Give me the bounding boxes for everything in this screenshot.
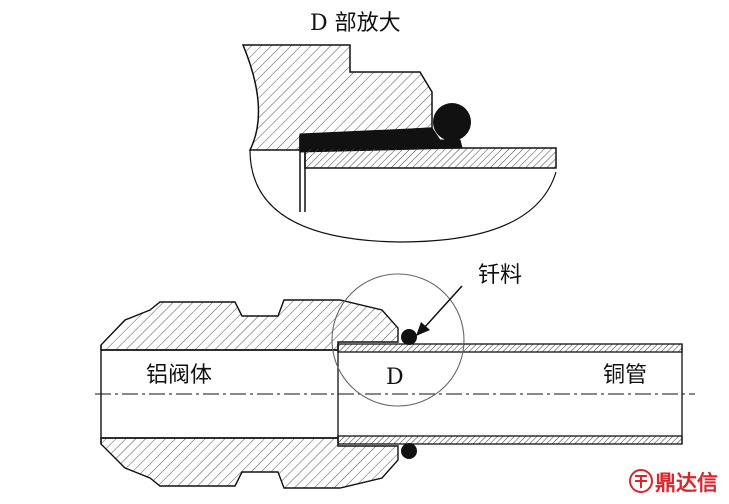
solder-leader-line <box>423 285 463 329</box>
watermark-logo: 鼎达信 <box>629 469 718 495</box>
watermark-badge-glyph <box>635 475 647 488</box>
main-assembly: 钎料 铝阀体 D 铜管 <box>95 263 695 489</box>
valve-body-label: 铝阀体 <box>146 363 212 388</box>
detail-solder-bead <box>433 103 471 141</box>
solder-label: 钎料 <box>478 263 522 288</box>
detail-d-marker: D <box>386 365 404 390</box>
solder-bead-upper <box>401 329 417 345</box>
copper-tube-lower-wall <box>337 435 683 445</box>
detail-title: D 部放大 <box>310 11 401 36</box>
detail-view: D 部放大 <box>241 11 557 243</box>
detail-valve-body-section <box>241 44 433 151</box>
copper-tube-upper-wall <box>337 343 683 353</box>
detail-outline-arc <box>249 149 557 243</box>
solder-leader-arrowhead <box>416 322 430 336</box>
solder-bead-lower <box>401 443 417 459</box>
watermark-badge-icon <box>629 469 653 493</box>
copper-tube-label: 铜管 <box>603 363 647 388</box>
detail-d-circle <box>331 273 465 407</box>
valve-body-upper-section <box>100 299 399 351</box>
watermark-text: 鼎达信 <box>655 471 718 495</box>
detail-copper-tube-wall <box>304 147 557 169</box>
valve-body-lower-section <box>100 437 399 489</box>
